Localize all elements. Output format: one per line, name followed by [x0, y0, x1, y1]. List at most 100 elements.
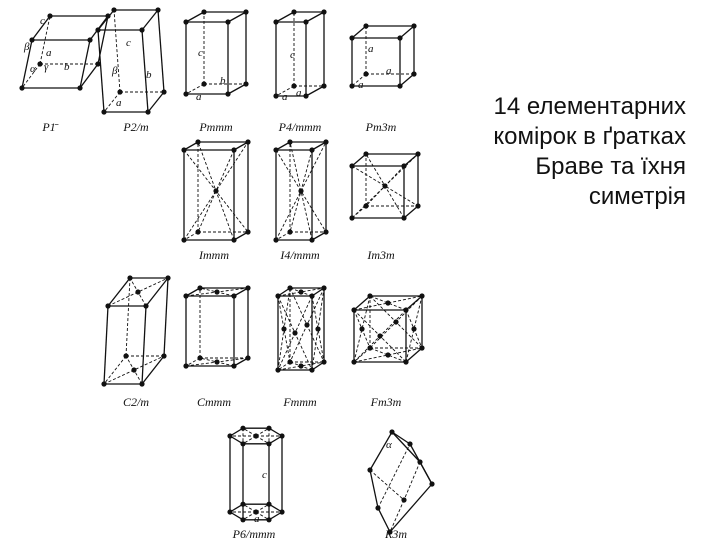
cell-edge [108, 278, 130, 306]
heading-line-3: Браве та їхня [436, 152, 686, 182]
lattice-point [240, 426, 245, 431]
lattice-point [367, 467, 372, 472]
cell-edge [400, 74, 414, 86]
lattice-point [417, 459, 422, 464]
lattice-point [385, 300, 390, 305]
cell-edge [142, 306, 146, 384]
axis-label: β [111, 65, 118, 77]
axis-label: c [40, 15, 45, 27]
axis-label: b [64, 61, 70, 73]
lattice-point [227, 433, 232, 438]
cell-edge [404, 154, 418, 166]
cell-edge [306, 86, 324, 96]
lattice-point [407, 441, 412, 446]
axis-label: γ [44, 61, 49, 73]
lattice-point [213, 188, 218, 193]
lattice-point [298, 188, 303, 193]
lattice-point [429, 481, 434, 486]
cell-caption: R3m [384, 527, 407, 540]
lattice-cell-i4mmm: I4/mmm [273, 139, 328, 262]
slide-heading: 14 елементарних комірок в ґратках Браве … [436, 92, 686, 212]
lattice-point [349, 35, 354, 40]
lattice-point [201, 81, 206, 86]
lattice-cell-pm3m: aaaPm3m [349, 23, 416, 134]
cell-edge [404, 206, 418, 218]
cell-caption: I4/mmm [279, 248, 320, 262]
cell-caption: C2/m [123, 395, 149, 409]
lattice-point [227, 509, 232, 514]
lattice-point [411, 71, 416, 76]
cell-hidden-edge [114, 10, 120, 92]
lattice-point [303, 93, 308, 98]
lattice-point [87, 37, 92, 42]
cell-edge [158, 10, 164, 92]
lattice-point [243, 9, 248, 14]
lattice-point [291, 9, 296, 14]
lattice-point [411, 23, 416, 28]
axis-label: c [126, 37, 131, 49]
axis-label: α [30, 63, 36, 75]
lattice-point [95, 27, 100, 32]
cell-hidden-edge [126, 278, 130, 356]
cell-caption: Pm3m [365, 120, 397, 134]
lattice-point [363, 71, 368, 76]
lattice-point [363, 23, 368, 28]
lattice-point [411, 326, 416, 331]
cell-edge [354, 296, 370, 310]
lattice-point [37, 61, 42, 66]
lattice-point [183, 19, 188, 24]
lattice-point [298, 289, 303, 294]
lattice-point [292, 330, 297, 335]
lattice-point [117, 89, 122, 94]
cell-caption: Fmmm [282, 395, 317, 409]
cell-hidden-edge [126, 356, 142, 384]
lattice-point [279, 433, 284, 438]
axis-label: a [368, 43, 374, 55]
heading-line-2: комірок в ґратках [436, 122, 686, 152]
lattice-point [155, 7, 160, 12]
lattice-point [321, 9, 326, 14]
cell-edge [104, 306, 108, 384]
cell-edge [142, 10, 158, 30]
heading-line-4: симетрія [436, 182, 686, 212]
cell-caption: Immm [198, 248, 229, 262]
lattice-point [139, 27, 144, 32]
lattice-point [266, 426, 271, 431]
cell-caption: P4/mmm [278, 120, 322, 134]
lattice-point [47, 13, 52, 18]
cell-edge [392, 432, 420, 462]
heading-line-1: 14 елементарних [436, 92, 686, 122]
lattice-point [393, 319, 398, 324]
lattice-cell-pmmm: cbaPmmm [183, 9, 248, 134]
lattice-point [273, 19, 278, 24]
axis-label: β [23, 41, 30, 53]
lattice-point [240, 441, 245, 446]
cell-edge [352, 26, 366, 38]
lattice-point [19, 85, 24, 90]
axis-label: c [262, 469, 267, 481]
lattice-cell-immm: Immm [181, 139, 250, 262]
lattice-point [273, 93, 278, 98]
lattice-point [266, 441, 271, 446]
cell-edge [228, 84, 246, 94]
axis-label: a [386, 65, 392, 77]
axis-label: α [386, 439, 392, 451]
cell-edge [148, 92, 164, 112]
lattice-cell-fm3m: Fm3m [351, 293, 424, 409]
axis-label: a [46, 47, 52, 59]
cell-caption: Pmmm [198, 120, 233, 134]
cell-caption: P6/mmm [232, 527, 276, 540]
lattice-point [298, 363, 303, 368]
cell-hidden-edge [130, 278, 146, 306]
cell-caption: P2/m [122, 120, 149, 134]
lattice-point [401, 497, 406, 502]
lattice-point [375, 505, 380, 510]
axis-label: b [146, 69, 152, 81]
cell-edge [352, 154, 366, 166]
cell-edge [370, 470, 378, 508]
cell-edge [400, 26, 414, 38]
